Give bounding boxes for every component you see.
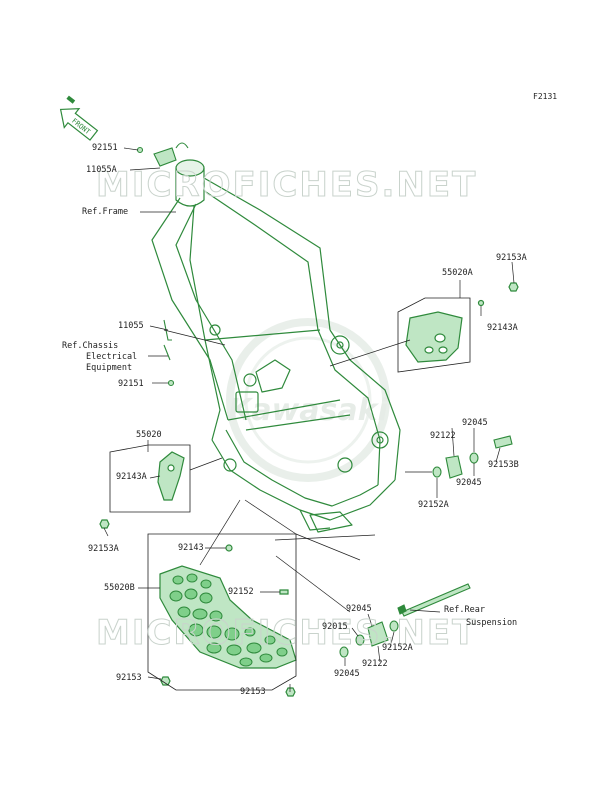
label-92045-low-top: 92045	[346, 604, 372, 614]
label-55020b: 55020B	[104, 583, 135, 593]
label-92151-mid: 92151	[118, 379, 144, 389]
pivot-hardware-right	[432, 435, 513, 479]
label-92153a-top: 92153A	[496, 253, 527, 263]
frame-guard-55020a	[405, 282, 519, 363]
label-92045-right-top: 92045	[462, 418, 488, 428]
label-55020a: 55020A	[442, 268, 473, 278]
pivot-hardware-lower	[339, 583, 471, 658]
watermark-bottom: MICROFICHES.NET	[96, 613, 477, 653]
leader-lines	[103, 147, 515, 692]
label-92143a-right: 92143A	[487, 323, 518, 333]
label-ref-chassis-3: Equipment	[86, 363, 133, 373]
label-ref-chassis-1: Ref.Chassis	[62, 341, 119, 351]
label-92122-low: 92122	[362, 659, 388, 669]
label-92045-low-bot: 92045	[334, 669, 360, 679]
label-92143: 92143	[178, 543, 204, 553]
front-arrow-icon: FRONT	[59, 95, 99, 141]
label-92151-top: 92151	[92, 143, 118, 153]
top-fasteners	[136, 142, 189, 387]
skid-plate-55020b	[159, 544, 297, 697]
label-11055a: 11055A	[86, 165, 117, 175]
label-11055: 11055	[118, 321, 144, 331]
label-92015: 92015	[322, 622, 348, 632]
label-ref-rear-2: Suspension	[466, 618, 518, 628]
figure-code: F2131	[533, 92, 558, 101]
label-ref-rear-1: Ref.Rear	[444, 605, 485, 615]
label-92153a-left: 92153A	[88, 544, 119, 554]
brand-logo-text: Kawasaki	[228, 393, 389, 428]
label-55020: 55020	[136, 430, 162, 440]
label-92045-right-bot: 92045	[456, 478, 482, 488]
label-92143a-left: 92143A	[116, 472, 147, 482]
frame	[151, 159, 401, 533]
brand-logo: Kawasaki	[226, 318, 390, 482]
label-92152: 92152	[228, 587, 254, 597]
label-ref-frame: Ref.Frame	[82, 207, 129, 217]
label-92152a-right: 92152A	[418, 500, 449, 510]
frame-guard-55020	[99, 451, 185, 529]
label-92153-bottom: 92153	[240, 687, 266, 697]
watermark-top: MICROFICHES.NET	[96, 165, 477, 205]
label-ref-chassis-2: Electrical	[86, 352, 138, 362]
label-92152a-low: 92152A	[382, 643, 413, 653]
label-92153-left: 92153	[116, 673, 142, 683]
label-92153b: 92153B	[488, 460, 519, 470]
label-92122-right: 92122	[430, 431, 456, 441]
